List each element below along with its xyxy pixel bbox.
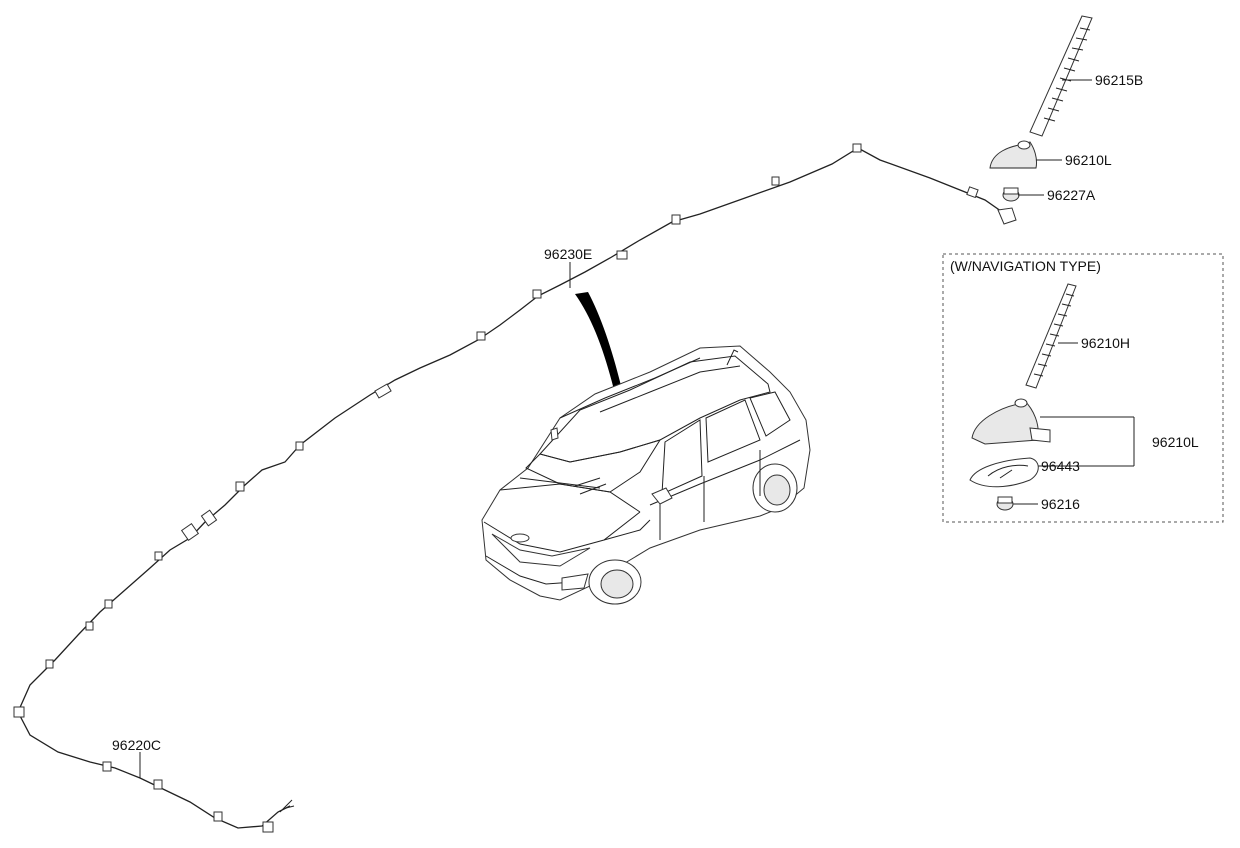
label-nav-pad: 96443	[1041, 458, 1080, 474]
label-roof-cable: 96230E	[544, 246, 592, 262]
label-nav-assembly: 96210L	[1152, 434, 1199, 450]
nav-nut	[996, 496, 1014, 511]
nav-box-title: (W/NAVIGATION TYPE)	[950, 258, 1101, 274]
nav-antenna-rod	[1025, 283, 1077, 389]
antenna-cable	[13, 143, 1017, 833]
label-main-cable: 96220C	[112, 737, 161, 753]
antenna-nut	[1002, 187, 1020, 202]
label-nut: 96227A	[1047, 187, 1096, 203]
label-antenna-rod: 96215B	[1095, 72, 1143, 88]
car-illustration	[481, 292, 811, 605]
label-antenna-base: 96210L	[1065, 152, 1112, 168]
nav-pad	[969, 457, 1039, 488]
antenna-base	[989, 140, 1037, 169]
leader-lines	[139, 79, 1135, 778]
label-nav-nut: 96216	[1041, 496, 1080, 512]
nav-antenna-base	[971, 398, 1051, 445]
label-nav-rod: 96210H	[1081, 335, 1130, 351]
antenna-rod	[1029, 15, 1093, 137]
navigation-type-box: (W/NAVIGATION TYPE)	[942, 253, 1224, 523]
